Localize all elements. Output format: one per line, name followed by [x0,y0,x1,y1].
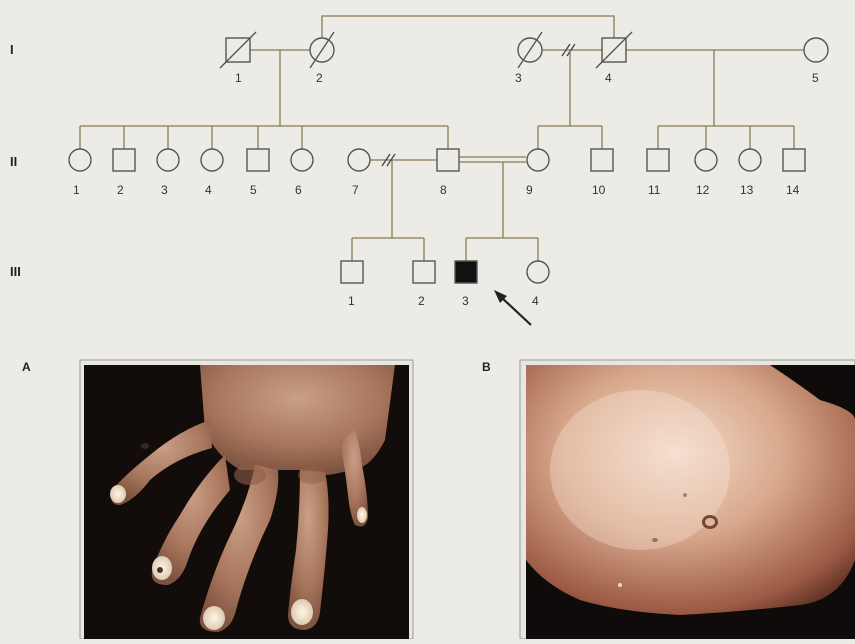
generation-II-symbols [69,149,805,171]
individual-label: 7 [352,183,359,197]
panel-label-A: A [22,360,31,374]
male-symbol [247,149,269,171]
individual-label: 5 [250,183,257,197]
individual-label: 6 [295,183,302,197]
individual-label: 10 [592,183,606,197]
female-symbol [291,149,313,171]
male-symbol [591,149,613,171]
individual-I-1 [220,32,256,68]
pedigree-lines [80,16,804,261]
female-symbol [527,149,549,171]
female-symbol [348,149,370,171]
female-symbol [527,261,549,283]
individual-label: 12 [696,183,710,197]
individual-label: 3 [515,71,522,85]
male-symbol [413,261,435,283]
panel-label-B: B [482,360,491,374]
individual-label: 1 [73,183,80,197]
individual-label: 11 [648,183,661,197]
male-symbol [113,149,135,171]
male-symbol [437,149,459,171]
individual-label: 13 [740,183,754,197]
male-symbol [783,149,805,171]
female-symbol [69,149,91,171]
female-symbol [157,149,179,171]
generation-III-symbols [341,261,549,283]
individual-label: 1 [235,71,242,85]
male-symbol [341,261,363,283]
male-symbol [647,149,669,171]
individual-label: 8 [440,183,447,197]
individual-label: 9 [526,183,533,197]
arrow-icon [494,290,531,325]
individual-label: 3 [161,183,168,197]
affected-male-symbol [455,261,477,283]
individual-label: 2 [316,71,323,85]
individual-label: 4 [605,71,612,85]
photo-a-hand [80,360,413,639]
female-symbol [201,149,223,171]
generation-label-II: II [10,154,17,169]
individual-label: 4 [532,294,539,308]
generation-label-III: III [10,264,21,279]
individual-label: 3 [462,294,469,308]
female-symbol [739,149,761,171]
generation-label-I: I [10,42,14,57]
individual-label: 14 [786,183,800,197]
individual-label: 5 [812,71,819,85]
individual-I-4 [596,32,632,68]
female-symbol [804,38,828,62]
individual-I-3 [518,32,542,68]
individual-label: 1 [348,294,355,308]
individual-label: 2 [117,183,124,197]
female-symbol [695,149,717,171]
individual-I-2 [310,32,334,68]
photo-b-elbow [520,360,855,639]
individual-I-5 [804,38,828,62]
individual-label: 4 [205,183,212,197]
individual-label: 2 [418,294,425,308]
